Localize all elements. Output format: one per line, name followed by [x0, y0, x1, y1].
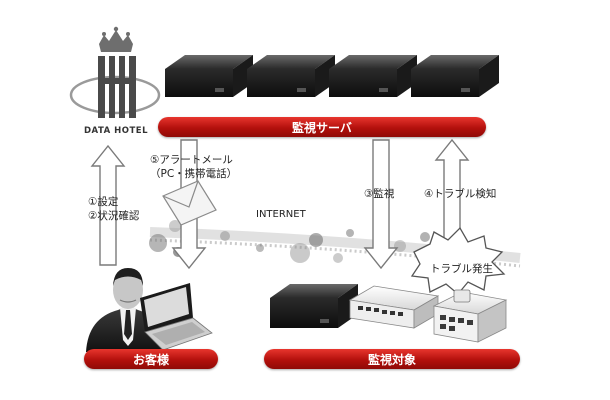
customer-bar-label: お客様 [132, 352, 169, 367]
router-icon [432, 289, 508, 343]
switch-icon [348, 285, 440, 329]
laptop-icon [140, 283, 213, 351]
arrow-up-detect [434, 138, 470, 241]
server-icon [270, 284, 358, 328]
crown-icon [99, 26, 133, 52]
trouble-detect-label: ④トラブル検知 [424, 188, 497, 200]
alert-mail-label: ⑤アラートメール [150, 154, 233, 166]
logo-text: DATA HOTEL [84, 126, 149, 136]
trouble-occur-label: トラブル発生 [430, 263, 493, 275]
data-hotel-logo [69, 26, 161, 118]
arrow-up-settings [90, 144, 126, 266]
customer-bar: お客様 [84, 349, 218, 369]
status-check-label: ②状況確認 [88, 210, 140, 222]
burst-icon [410, 226, 506, 295]
monitor-label: ③監視 [364, 188, 395, 200]
settings-label: ①設定 [88, 196, 119, 208]
server-icon [247, 55, 335, 97]
alert-device-label: （PC・携帯電話） [150, 168, 238, 180]
server-bar: 監視サーバ [158, 117, 486, 137]
internet-label: INTERNET [256, 209, 306, 220]
server-icon [165, 55, 253, 97]
server-icon [411, 55, 499, 97]
monitoring-servers [165, 55, 499, 97]
target-bar: 監視対象 [264, 349, 520, 369]
target-bar-label: 監視対象 [367, 352, 416, 367]
arrow-down-monitor [363, 139, 399, 270]
envelope-icon [162, 180, 217, 226]
server-icon [329, 55, 417, 97]
server-bar-label: 監視サーバ [292, 120, 352, 135]
